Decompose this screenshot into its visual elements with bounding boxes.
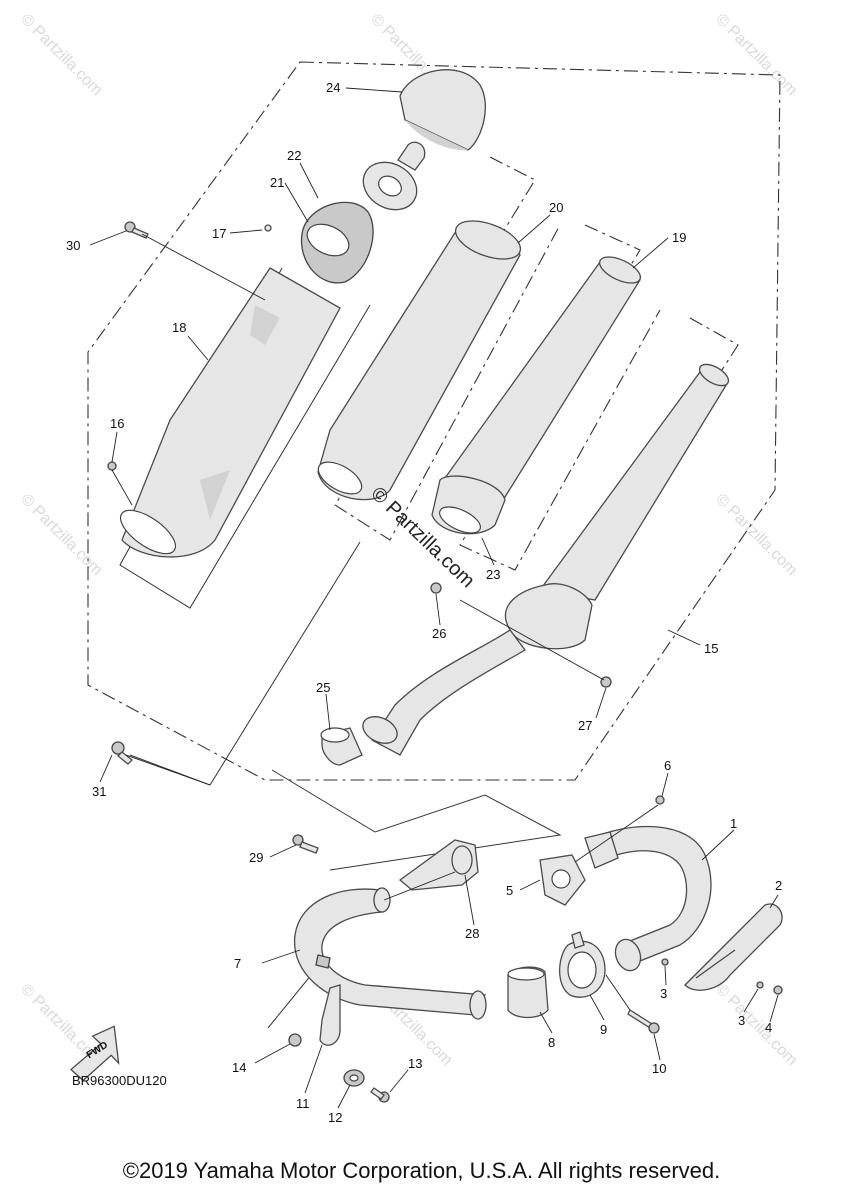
bolt-3b (756, 981, 764, 989)
heat-shield-2 (684, 903, 783, 991)
nut-16 (107, 461, 117, 471)
callout-9: 9 (600, 1022, 607, 1037)
bolt-13 (370, 1087, 390, 1103)
muffler-assembly-outline (87, 61, 781, 781)
silencer-body-20 (317, 220, 522, 501)
sleeve-25 (320, 727, 363, 766)
callout-20: 20 (549, 200, 563, 215)
nut-26 (430, 582, 442, 594)
callout-8: 8 (548, 1035, 555, 1050)
callout-2: 2 (775, 878, 782, 893)
callout-19: 19 (672, 230, 686, 245)
callout-4: 4 (765, 1020, 772, 1035)
clamp-9 (558, 931, 606, 998)
callouts: 24 22 21 30 17 18 16 20 19 23 26 15 27 2… (66, 80, 782, 1125)
sleeve-8 (507, 966, 549, 1019)
callout-16: 16 (110, 416, 124, 431)
bracket-11 (319, 984, 341, 1046)
callout-29: 29 (249, 850, 263, 865)
bracket-28 (398, 839, 479, 891)
callout-3a: 3 (660, 986, 667, 1001)
callout-5: 5 (506, 883, 513, 898)
callout-3b: 3 (738, 1013, 745, 1028)
exhaust-pipe-15 (362, 363, 730, 756)
end-cap-24 (399, 69, 486, 151)
diagram-code: BR96300DU120 (72, 1073, 167, 1088)
copyright-notice: ©2019 Yamaha Motor Corporation, U.S.A. A… (122, 1158, 721, 1183)
watermark-text: © Partzilla.com (17, 491, 105, 579)
callout-18: 18 (172, 320, 186, 335)
callout-14: 14 (232, 1060, 246, 1075)
silencer-end-piece-22 (362, 141, 426, 211)
callout-21: 21 (270, 175, 284, 190)
callout-24: 24 (326, 80, 340, 95)
bolt-3a (661, 958, 669, 966)
nut-17 (264, 224, 272, 232)
muffler-cover-18 (119, 267, 341, 558)
watermark-text: © Partzilla.com (712, 981, 800, 1069)
bolt-4 (773, 985, 783, 995)
callout-23: 23 (486, 567, 500, 582)
callout-13: 13 (408, 1056, 422, 1071)
bolt-27 (600, 676, 612, 688)
callout-22: 22 (287, 148, 301, 163)
callout-26: 26 (432, 626, 446, 641)
callout-6: 6 (664, 758, 671, 773)
grommet-14 (288, 1033, 302, 1047)
collar-12 (343, 1069, 365, 1087)
callout-7: 7 (234, 956, 241, 971)
bolt-10 (627, 1009, 660, 1034)
header-pipe-7 (294, 887, 487, 1020)
callout-25: 25 (316, 680, 330, 695)
leader-lines (89, 87, 779, 1109)
group-box-19 (459, 224, 661, 571)
callout-28: 28 (465, 926, 479, 941)
watermark-text: © Partzilla.com (17, 11, 105, 99)
bolt-30 (124, 221, 149, 239)
gasket-ring-21 (300, 201, 374, 284)
callout-11: 11 (296, 1096, 310, 1111)
callout-27: 27 (578, 718, 592, 733)
callout-31: 31 (92, 784, 106, 799)
callout-12: 12 (328, 1110, 342, 1125)
group-box-20 (334, 156, 561, 541)
watermark-text: © Partzilla.com (712, 11, 800, 99)
callout-1: 1 (730, 816, 737, 831)
group-box-28 (271, 769, 562, 871)
nut-6 (655, 795, 665, 805)
inner-pipe-19 (431, 256, 642, 535)
gasket-5 (539, 854, 586, 906)
watermark-text: © Partzilla.com (712, 491, 800, 579)
header-pipe-1 (584, 825, 712, 972)
callout-30: 30 (66, 238, 80, 253)
callout-10: 10 (652, 1061, 666, 1076)
callout-15: 15 (704, 641, 718, 656)
bolt-31 (111, 741, 133, 765)
callout-17: 17 (212, 226, 226, 241)
bolt-29 (292, 834, 319, 854)
